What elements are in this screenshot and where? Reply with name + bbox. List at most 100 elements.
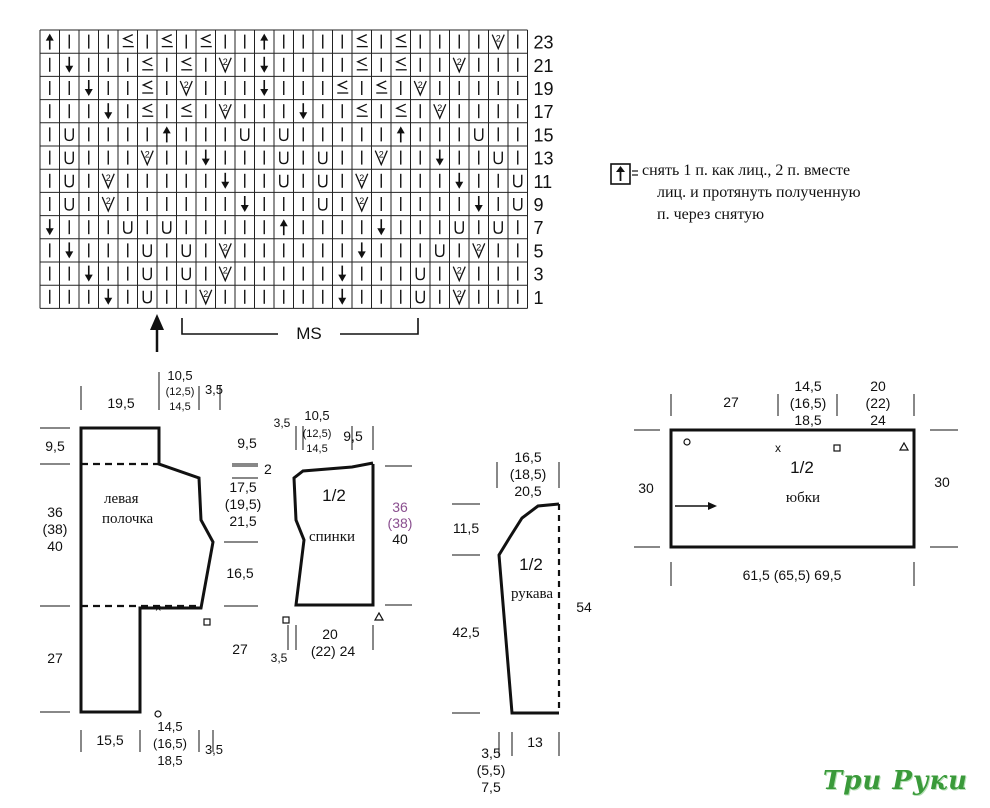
svg-text:2: 2	[106, 196, 111, 206]
chart-cell	[64, 174, 74, 188]
chart-cell	[260, 80, 269, 96]
chart-cell	[260, 56, 269, 73]
front-mid-d: 27	[232, 641, 248, 657]
chart-cell	[454, 221, 464, 234]
chart-cell: 2	[218, 57, 232, 74]
legend-symbol	[610, 163, 638, 185]
chart-cell	[141, 80, 154, 94]
chart-cell	[123, 221, 133, 234]
svg-text:2: 2	[476, 242, 481, 252]
chart-cell	[162, 126, 171, 143]
svg-text:2: 2	[457, 266, 462, 276]
skirt-top-c1: 20	[870, 378, 886, 394]
row-number: 7	[534, 218, 544, 238]
back-left-a: 9,5	[237, 435, 257, 451]
chart-cell: 2	[218, 266, 232, 283]
back-bottom-a: 3,5	[271, 651, 288, 665]
front-bottom-b1: 14,5	[157, 719, 182, 734]
chart-cell: 2	[452, 266, 466, 283]
skirt-top-c3: 24	[870, 412, 886, 428]
skirt-bottom: 61,5 (65,5) 69,5	[743, 567, 842, 583]
chart-cell: 2	[374, 150, 388, 167]
row-number: 23	[534, 33, 554, 53]
chart-cell	[435, 244, 445, 258]
skirt-piece: x 1/2 юбки 27 14,5 (16,5) 18,5 20 (22) 2…	[634, 378, 958, 586]
square-mark-icon	[203, 618, 211, 626]
chart-cell	[221, 172, 230, 189]
chart-cell	[415, 267, 425, 281]
front-mid-b2: (19,5)	[225, 496, 262, 512]
chart-cell	[142, 244, 152, 258]
svg-text:2: 2	[223, 242, 228, 252]
sleeve-right-a: 54	[576, 599, 592, 615]
chart-cell	[104, 288, 113, 305]
chart-cell	[474, 196, 483, 212]
x-mark: ×	[155, 603, 161, 615]
svg-text:2: 2	[359, 173, 364, 183]
chart-cell	[396, 126, 405, 143]
back-top-a: 3,5	[274, 416, 291, 430]
row-number: 9	[534, 195, 544, 215]
square-mark-icon	[282, 616, 290, 624]
triangle-mark-icon	[373, 611, 385, 621]
chart-cell	[338, 288, 347, 305]
back-top-b3: 14,5	[306, 443, 327, 455]
chart-cell	[279, 128, 289, 142]
row-number: 21	[534, 56, 554, 76]
chart-cell	[142, 290, 152, 304]
chart-cell	[45, 33, 54, 50]
chart-cell	[260, 33, 269, 50]
sleeve-top-b: (18,5)	[510, 466, 547, 482]
chart-cell	[64, 128, 74, 142]
skirt-top-a: 27	[723, 394, 739, 410]
back-bottom-c: (22) 24	[311, 643, 356, 659]
chart-cell	[84, 80, 93, 96]
sleeve-label-2: рукава	[511, 586, 553, 602]
chart-cell	[141, 103, 154, 117]
chart-cell	[45, 219, 54, 236]
chart-cell	[240, 196, 249, 212]
chart-cell	[395, 57, 407, 71]
row-number: 19	[534, 79, 554, 99]
row-number: 15	[534, 125, 554, 145]
svg-text:2: 2	[203, 289, 208, 299]
front-top-width-1: 19,5	[107, 395, 134, 411]
chart-cell	[356, 34, 368, 48]
svg-text:2: 2	[223, 266, 228, 276]
chart-cell	[279, 219, 288, 236]
svg-text:2: 2	[437, 103, 442, 113]
chart-cell	[201, 149, 210, 166]
svg-text:2: 2	[223, 103, 228, 113]
chart-cell	[474, 128, 484, 142]
row-number: 17	[534, 102, 554, 122]
chart-cell: 2	[179, 80, 193, 97]
front-bottom-c: 3,5	[205, 742, 223, 757]
sleeve-bottom-b: (5,5)	[477, 762, 506, 778]
chart-cell	[122, 34, 134, 48]
svg-text:2: 2	[106, 173, 111, 183]
chart-cell	[357, 242, 366, 259]
legend-line-2: лиц. и протянуть полученную	[657, 184, 861, 201]
back-right-b: (38)	[388, 515, 413, 531]
row-number: 13	[534, 149, 554, 169]
chart-cell	[279, 151, 289, 165]
chart-cell	[65, 242, 74, 259]
skirt-top-c2: (22)	[866, 395, 891, 411]
front-left-h1: 9,5	[45, 438, 65, 454]
sleeve-bottom-c: 7,5	[481, 779, 501, 795]
chart-cell	[513, 198, 523, 211]
chart-cell: 2	[472, 242, 486, 260]
chart-cell	[338, 265, 347, 282]
front-label-2: полочка	[102, 511, 154, 527]
chart-cell: 2	[199, 289, 213, 306]
skirt-label-2: юбки	[786, 490, 820, 506]
chart-cell	[377, 219, 386, 236]
skirt-right: 30	[934, 474, 950, 490]
front-mid-c: 16,5	[226, 565, 253, 581]
front-top-width-3: 3,5	[205, 382, 223, 397]
sleeve-bottom-a: 3,5	[481, 745, 501, 761]
chart-cell	[395, 103, 407, 117]
row-number: 1	[534, 288, 544, 308]
chart-cell: 2	[452, 289, 466, 306]
skirt-top-b1: 14,5	[794, 378, 821, 394]
